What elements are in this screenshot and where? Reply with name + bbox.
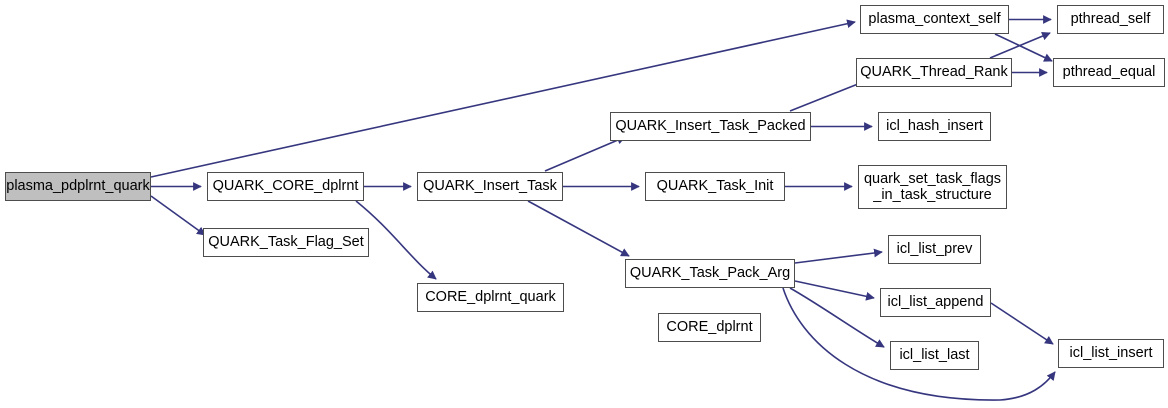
graph-node-icl_list_prev[interactable]: icl_list_prev [888, 235, 981, 264]
graph-node-icl_list_last[interactable]: icl_list_last [890, 341, 979, 370]
edge-plasma_context_self-to-pthread_equal [994, 33, 1053, 62]
edge-QUARK_Task_Pack_Arg-to-icl_list_append [794, 280, 875, 301]
graph-node-pthread_self[interactable]: pthread_self [1057, 5, 1164, 34]
graph-node-QUARK_Insert_Task[interactable]: QUARK_Insert_Task [417, 172, 563, 201]
edge-QUARK_Task_Pack_Arg-to-icl_list_prev [794, 248, 883, 264]
graph-node-CORE_dplrnt_quark[interactable]: CORE_dplrnt_quark [417, 283, 564, 312]
edge-QUARK_Insert_Task-to-QUARK_Task_Pack_Arg [527, 200, 630, 257]
edge-QUARK_Thread_Rank-to-pthread_self [989, 31, 1051, 59]
graph-node-QUARK_CORE_dplrnt[interactable]: QUARK_CORE_dplrnt [207, 172, 364, 201]
graph-node-icl_list_insert[interactable]: icl_list_insert [1058, 339, 1164, 368]
graph-node-plasma_pdplrnt_quark[interactable]: plasma_pdplrnt_quark [5, 172, 151, 201]
edge-QUARK_Task_Pack_Arg-to-icl_list_last [789, 287, 885, 348]
graph-node-icl_hash_insert[interactable]: icl_hash_insert [878, 112, 991, 141]
edge-QUARK_Insert_Task-to-QUARK_Insert_Task_Packed [544, 136, 626, 172]
graph-node-QUARK_Task_Init[interactable]: QUARK_Task_Init [645, 172, 785, 201]
graph-node-QUARK_Task_Flag_Set[interactable]: QUARK_Task_Flag_Set [203, 228, 369, 257]
graph-node-CORE_dplrnt[interactable]: CORE_dplrnt [658, 313, 761, 342]
graph-node-QUARK_Task_Pack_Arg[interactable]: QUARK_Task_Pack_Arg [625, 259, 795, 288]
edge-plasma_pdplrnt_quark-to-plasma_context_self [150, 19, 856, 178]
edge-plasma_pdplrnt_quark-to-QUARK_Task_Flag_Set [150, 195, 206, 236]
graph-node-plasma_context_self[interactable]: plasma_context_self [860, 5, 1009, 34]
graph-node-quark_set_task_flags[interactable]: quark_set_task_flags _in_task_structure [858, 165, 1007, 209]
graph-node-QUARK_Thread_Rank[interactable]: QUARK_Thread_Rank [856, 58, 1012, 87]
graph-node-QUARK_Insert_Task_Packed[interactable]: QUARK_Insert_Task_Packed [610, 112, 811, 141]
graph-node-icl_list_append[interactable]: icl_list_append [880, 288, 991, 317]
graph-node-pthread_equal[interactable]: pthread_equal [1053, 58, 1165, 87]
edge-icl_list_append-to-icl_list_insert [990, 302, 1054, 345]
